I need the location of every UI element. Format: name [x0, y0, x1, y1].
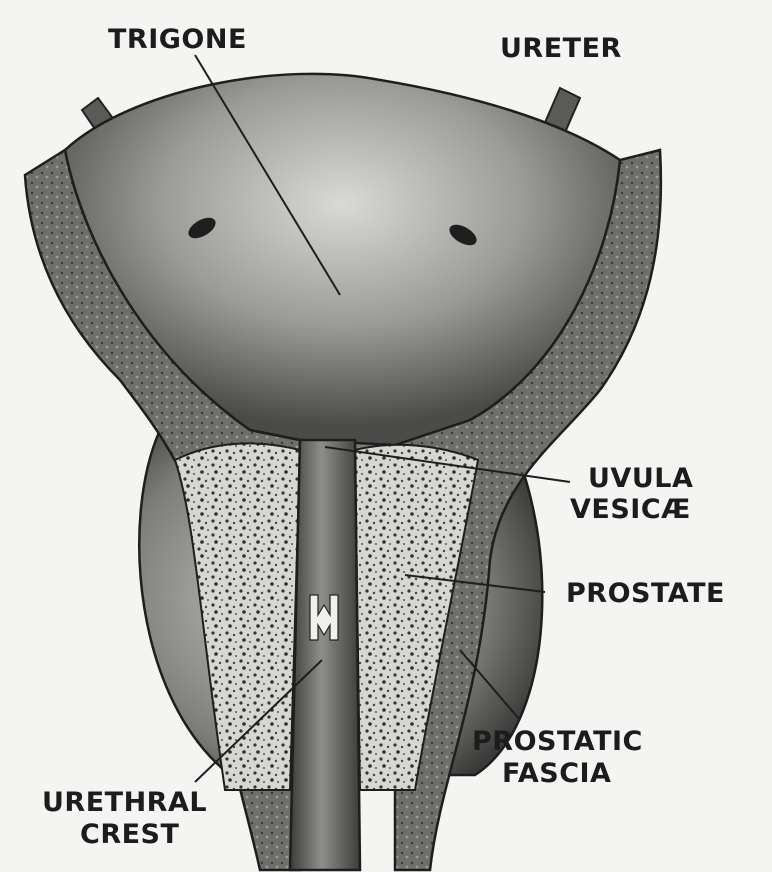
label-urethral-crest-line2: CREST [80, 819, 179, 850]
label-ureter: URETER [500, 33, 622, 64]
label-uvula-line2: VESICÆ [570, 494, 691, 525]
label-prostatic-fascia-line2: FASCIA [502, 758, 611, 789]
label-trigone: TRIGONE [108, 24, 247, 55]
label-uvula-line1: UVULA [588, 463, 693, 494]
urethra [290, 440, 360, 870]
label-prostatic-fascia-line1: PROSTATIC [472, 726, 643, 757]
label-prostate: PROSTATE [566, 578, 725, 609]
label-urethral-crest-line1: URETHRAL [42, 787, 207, 818]
